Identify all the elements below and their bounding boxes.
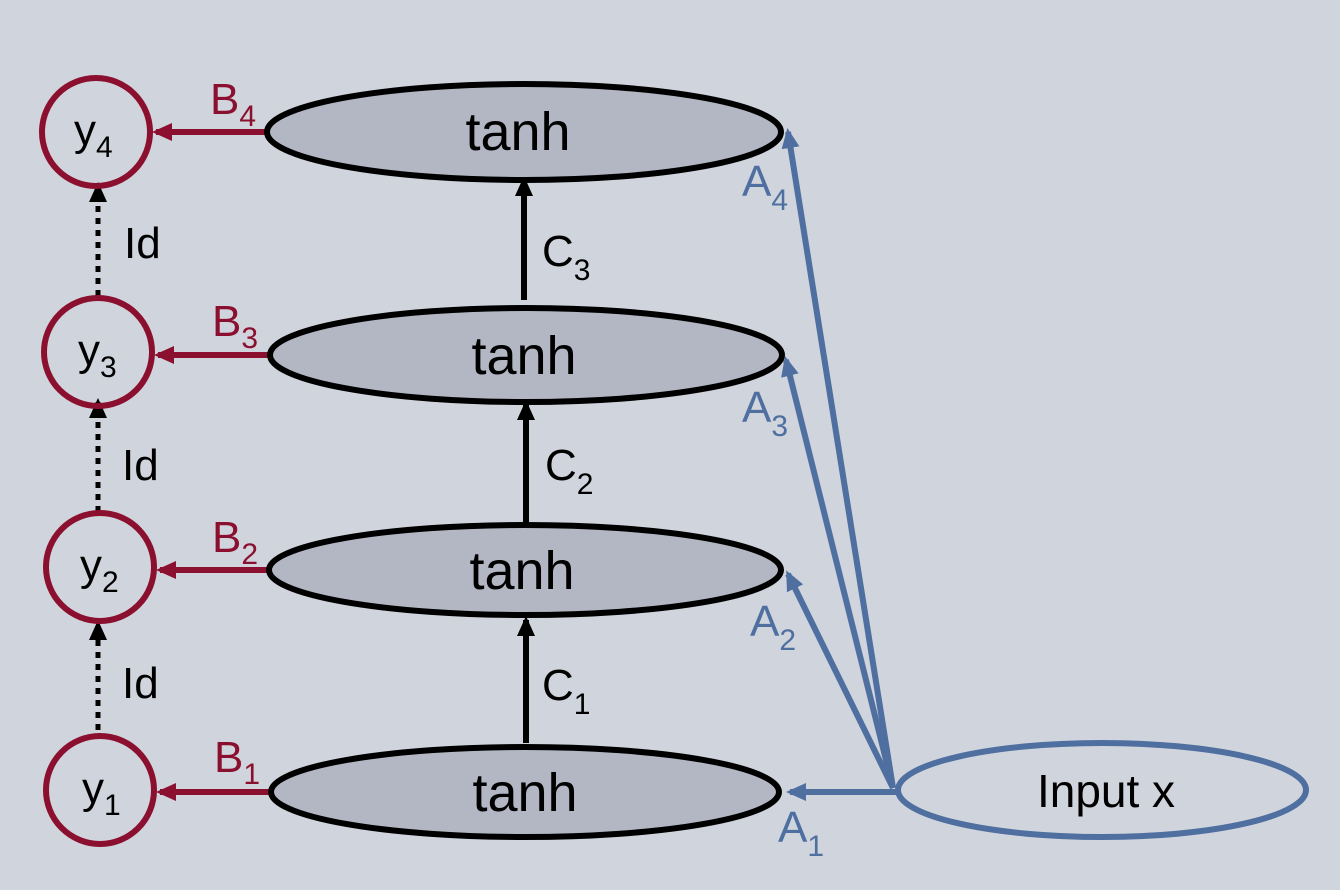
input-ellipse [895,740,1309,840]
b-edge-label: B1 [214,733,260,791]
tanh-node-3 [267,305,785,405]
c-edges: C1 C2 C3 [515,176,593,743]
output-label: y2 [80,541,119,599]
output-label: y3 [78,326,117,384]
a-edges [781,128,897,801]
output-node-1 [43,733,157,847]
tanh-node-2 [266,522,784,618]
a-edge-label: A4 [742,157,788,217]
id-edge-label: Id [122,441,159,490]
a-edge-2 [785,570,896,790]
b-edge-label: B2 [212,513,258,571]
output-node-2 [43,510,157,624]
tanh-layers: tanh tanh tanh tanh [264,81,785,840]
output-node-3 [41,295,155,409]
input-node: Input x [895,740,1309,840]
tanh-node-4 [264,81,784,183]
id-edge-label: Id [122,659,159,708]
tanh-label: tanh [465,102,570,162]
c-edge-label: C1 [542,661,590,721]
output-label: y4 [74,106,113,164]
tanh-label: tanh [469,541,574,601]
c-edge-label: C2 [545,441,593,501]
id-edge-label: Id [124,219,161,268]
c-edge-label: C3 [542,227,590,287]
b-edge-label: B4 [210,75,256,133]
tanh-label: tanh [471,326,576,386]
tanh-node-1 [268,744,782,840]
id-edges: Id Id Id [89,182,161,730]
b-edge-label: B3 [212,297,258,355]
output-node-4 [39,75,153,189]
output-nodes: y1 y2 y3 y4 [39,75,157,847]
output-label: y1 [82,764,121,822]
tanh-label: tanh [472,763,577,823]
a-edge-label: A2 [750,597,796,657]
b-edges [152,123,272,801]
a-edge-4 [781,128,896,789]
a-edge-label: A1 [778,803,824,863]
input-label: Input x [1037,765,1175,817]
a-edge-label: A3 [742,383,788,443]
a-edge-3 [781,356,896,789]
